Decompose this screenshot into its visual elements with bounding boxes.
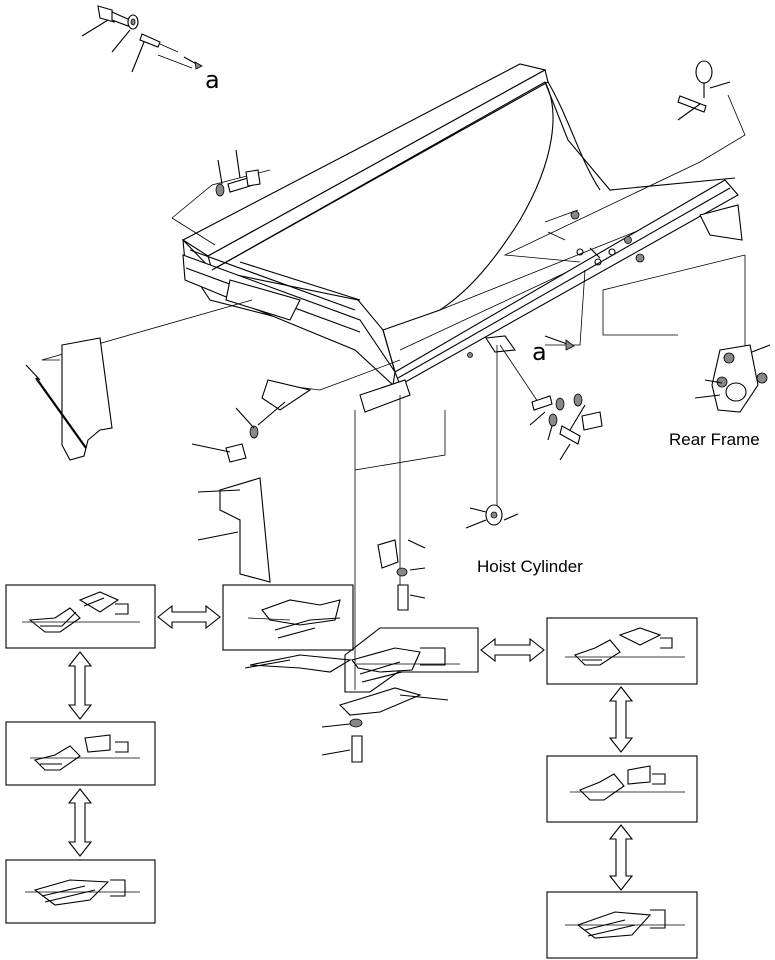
- shim-box-left-1: [5, 584, 156, 649]
- double-arrow-horizontal-left: [157, 604, 221, 630]
- ref-arrow-head: [565, 339, 575, 351]
- lower-shim-group: [244, 654, 449, 763]
- top-left-fastener-group: [81, 5, 203, 73]
- body-bolt-group: [215, 149, 261, 197]
- hinge-fastener-group: [529, 393, 603, 461]
- side-guard: [25, 337, 113, 461]
- shim-box-center-top: [222, 584, 354, 651]
- shim-box-right-1: [546, 617, 698, 685]
- double-arrow-vertical-right-2: [608, 824, 634, 891]
- hoist-cylinder-label: Hoist Cylinder: [477, 557, 583, 576]
- reference-mark-a-top: a: [205, 66, 220, 94]
- hoist-cylinder-pin: [465, 504, 519, 529]
- side-plate-assembly: [191, 379, 312, 583]
- center-bracket-group: [377, 539, 426, 611]
- rear-frame-label: Rear Frame: [669, 430, 760, 449]
- pin-icon: [139, 33, 203, 70]
- double-arrow-vertical-left-1: [67, 651, 93, 720]
- shim-box-right-2: [546, 755, 698, 823]
- double-arrow-vertical-right-1: [608, 686, 634, 753]
- leader-lines: [41, 54, 746, 690]
- shim-box-left-3: [5, 859, 156, 924]
- shim-box-right-3: [546, 891, 698, 959]
- lynch-pin-group: [677, 60, 731, 121]
- washer-icon: [127, 14, 139, 30]
- shim-box-center: [344, 627, 479, 693]
- shim-box-left-2: [5, 721, 156, 786]
- double-arrow-horizontal-right: [480, 637, 545, 663]
- bolt-icon: [97, 5, 131, 27]
- dump-body: [181, 63, 743, 413]
- double-arrow-vertical-left-2: [67, 788, 93, 857]
- rear-frame-bracket: [694, 344, 771, 413]
- reference-mark-a-body: a: [532, 338, 547, 366]
